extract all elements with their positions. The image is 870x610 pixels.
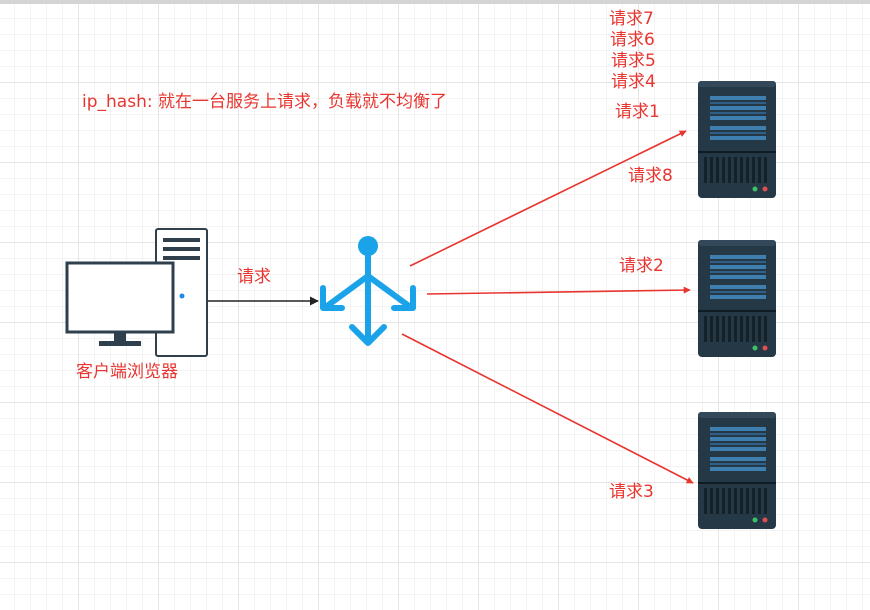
server-icon [698, 240, 776, 357]
window-top-border [0, 0, 870, 4]
balancer-to-server2-arrow [426, 286, 691, 295]
server1-request-label: 请求7 [609, 9, 654, 29]
server1-request-label: 请求8 [628, 166, 673, 186]
load-balancer-icon [320, 236, 416, 346]
server3-request-label: 请求3 [609, 482, 654, 502]
desktop-computer-icon [65, 228, 208, 357]
diagram-title: ip_hash: 就在一台服务上请求，负载就不均衡了 [82, 92, 447, 112]
edge-label-request: 请求 [237, 267, 271, 287]
server-icon [698, 412, 776, 529]
balancer-to-server3-arrow [401, 333, 694, 484]
server1-request-label: 请求6 [610, 30, 655, 50]
server1-request-label: 请求5 [611, 51, 656, 71]
server1-request-label: 请求1 [615, 102, 660, 122]
server-icon [698, 81, 776, 198]
client-label: 客户端浏览器 [76, 362, 178, 382]
balancer-to-server1-arrow [409, 130, 687, 267]
server2-request-label: 请求2 [619, 256, 664, 276]
server1-request-label: 请求4 [611, 72, 656, 92]
